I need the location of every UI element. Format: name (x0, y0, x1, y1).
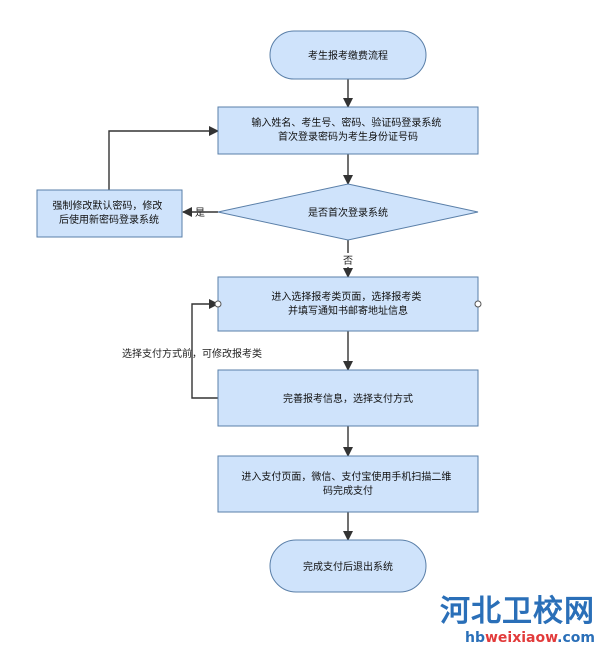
select-category-node (217, 276, 479, 332)
connection-point-left (214, 300, 222, 308)
force-change-node (36, 189, 183, 238)
start-node-label: 考生报考缴费流程 (308, 49, 388, 62)
force-change-node-label: 强制修改默认密码，修改 后使用新密码登录系统 (52, 199, 165, 226)
edge-label-no-background (341, 253, 355, 267)
login-node (217, 106, 479, 155)
start-node (269, 30, 427, 80)
end-node (269, 539, 427, 593)
first-login-decision-node (217, 183, 479, 241)
end-node-label: 完成支付后退出系统 (303, 560, 393, 573)
watermark-site-name: 河北卫校网 (440, 594, 595, 629)
edge-label-yes: 是 (195, 207, 205, 219)
payment-node (217, 455, 479, 513)
complete-info-node (217, 369, 479, 427)
watermark: 河北卫校网 hbweixiaow.com (440, 594, 595, 646)
nodes (36, 30, 479, 593)
select-category-node-label: 进入选择报考类页面，选择报考类 并填写通知书邮寄地址信息 (271, 290, 424, 317)
edge-force-change-to-login (108, 126, 219, 190)
edge-label-no: 否 (343, 255, 353, 267)
login-node-label: 输入姓名、考生号、密码、验证码登录系统 首次登录密码为考生身份证号码 (251, 116, 444, 143)
edge-complete-info-back-to-select-category (191, 299, 219, 399)
edge-label-loop-back: 选择支付方式前，可修改报考类 (122, 347, 262, 360)
watermark-url: hbweixiaow.com (465, 630, 595, 646)
complete-info-node-label: 完善报考信息，选择支付方式 (283, 392, 413, 405)
payment-node-label: 进入支付页面，微信、支付宝使用手机扫描二维 码完成支付 (241, 470, 454, 497)
connection-point-right (474, 300, 482, 308)
first-login-decision-label: 是否首次登录系统 (308, 206, 388, 219)
connection-points (214, 300, 482, 308)
